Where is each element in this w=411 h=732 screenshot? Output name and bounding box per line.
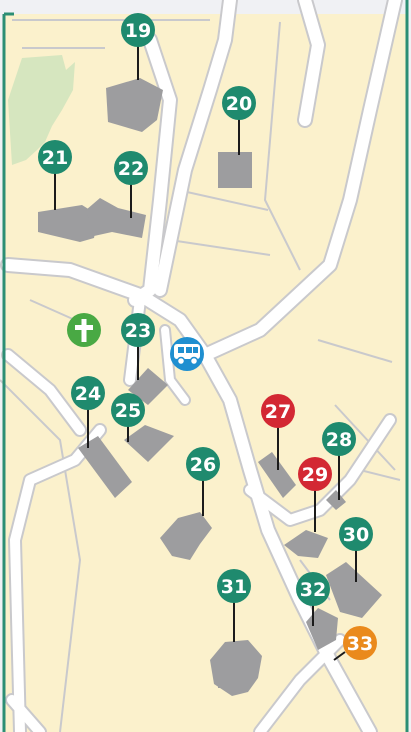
marker-21[interactable]: 21 <box>38 140 72 174</box>
building-20 <box>218 152 252 188</box>
svg-text:26: 26 <box>190 454 216 476</box>
parcel-lines <box>0 19 401 732</box>
marker-27[interactable]: 27 <box>261 394 295 428</box>
building-29 <box>284 530 328 558</box>
svg-text:31: 31 <box>221 576 247 598</box>
svg-text:25: 25 <box>115 400 141 422</box>
svg-text:30: 30 <box>343 524 369 546</box>
building-27 <box>258 452 296 498</box>
map-background <box>3 14 408 732</box>
marker-31[interactable]: 31 <box>217 569 251 603</box>
svg-text:24: 24 <box>75 383 101 405</box>
building-22 <box>86 198 146 238</box>
svg-text:20: 20 <box>226 93 252 115</box>
marker-20[interactable]: 20 <box>222 86 256 120</box>
svg-text:28: 28 <box>326 429 352 451</box>
svg-text:19: 19 <box>125 20 151 42</box>
marker-23[interactable]: 23 <box>121 313 155 347</box>
building-24 <box>78 436 132 498</box>
marker-26[interactable]: 26 <box>186 447 220 481</box>
svg-text:23: 23 <box>125 320 151 342</box>
map-markers: 19 20 21 22 23 24 25 26 <box>38 13 377 660</box>
building-30 <box>326 562 382 618</box>
building-23 <box>128 368 168 405</box>
marker-32[interactable]: 32 <box>296 572 330 606</box>
svg-text:29: 29 <box>302 464 328 486</box>
bus-icon[interactable] <box>170 337 204 371</box>
marker-stems <box>54 46 357 661</box>
marker-33[interactable]: 33 <box>343 626 377 660</box>
building-21 <box>38 205 98 242</box>
building-28 <box>326 490 346 510</box>
cross-icon[interactable] <box>67 313 101 347</box>
svg-text:21: 21 <box>42 147 68 169</box>
marker-19[interactable]: 19 <box>121 13 155 47</box>
marker-22[interactable]: 22 <box>114 151 148 185</box>
marker-29[interactable]: 29 <box>298 457 332 491</box>
building-25 <box>124 425 174 462</box>
building-26 <box>160 512 212 560</box>
buildings <box>38 78 382 696</box>
park-area <box>8 55 75 165</box>
svg-text:27: 27 <box>265 401 291 423</box>
marker-28[interactable]: 28 <box>322 422 356 456</box>
marker-24[interactable]: 24 <box>71 376 105 410</box>
svg-text:22: 22 <box>118 158 144 180</box>
svg-text:32: 32 <box>300 579 326 601</box>
marker-30[interactable]: 30 <box>339 517 373 551</box>
marker-25[interactable]: 25 <box>111 393 145 427</box>
svg-text:33: 33 <box>347 633 373 655</box>
building-19 <box>106 78 163 132</box>
